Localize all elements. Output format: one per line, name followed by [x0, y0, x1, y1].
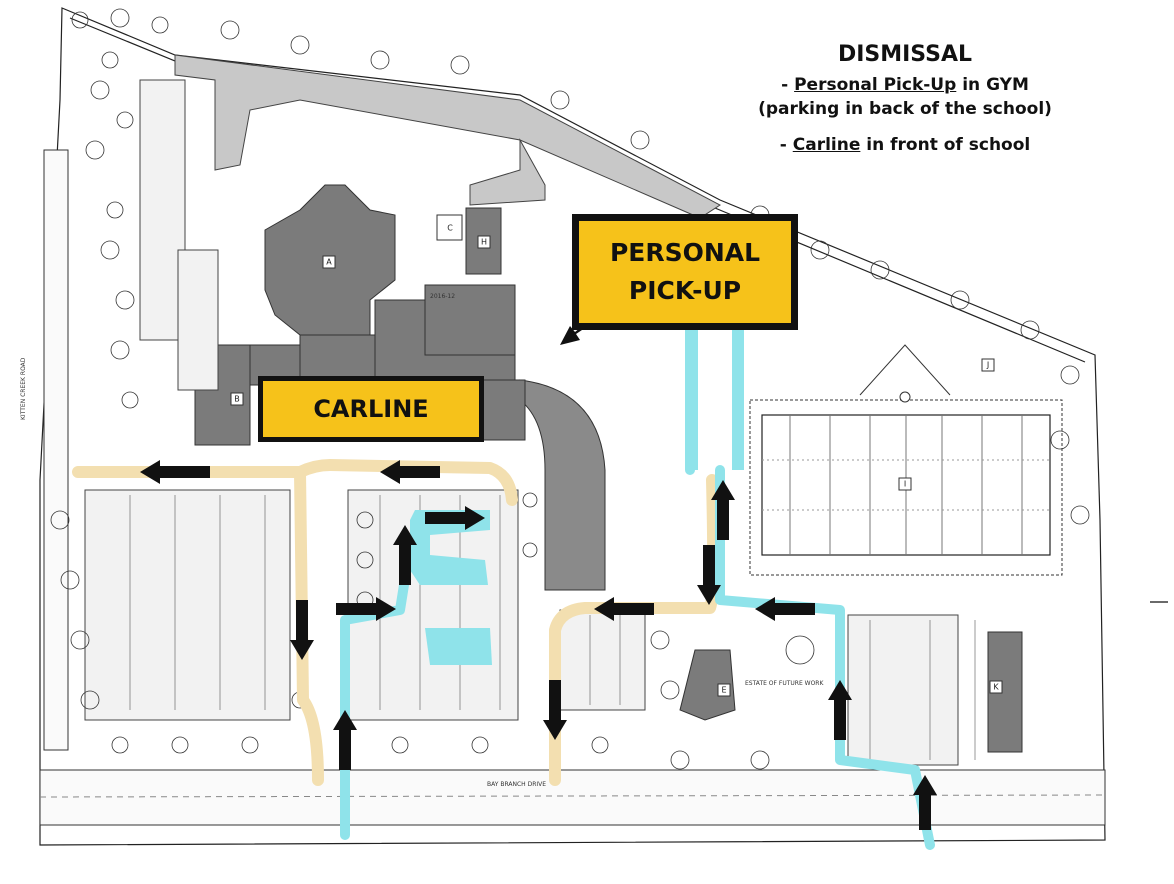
direction-arrows	[140, 312, 937, 830]
building-letters: A B C H E I J K 2016-12 ESTATE OF FUTURE…	[230, 224, 1003, 697]
building-j-letter: J	[986, 361, 989, 370]
carline-route	[72, 459, 720, 786]
bay-branch-drive-label: BAY BRANCH DRIVE	[487, 781, 547, 788]
building-a-letter: A	[326, 258, 332, 267]
rear-driveway	[174, 54, 721, 219]
front-drive	[519, 379, 606, 591]
building-i-letter: I	[904, 480, 906, 489]
legend-pickup-prefix: -	[781, 75, 795, 95]
small-building-label: 2016-12	[430, 293, 455, 300]
pickup-label-line2: PICK-UP	[628, 276, 742, 305]
outbuilding-c	[436, 214, 463, 241]
carline-label-text: CARLINE	[313, 395, 429, 423]
legend-carline-underlined: Carline	[792, 135, 861, 155]
left-road-label: KITTEN CREEK ROAD	[20, 357, 27, 420]
personal-pickup-label: PERSONAL PICK-UP	[572, 214, 798, 330]
legend-pickup-line: - Personal Pick-Up in GYM	[740, 73, 1070, 97]
bottom-road	[39, 769, 1106, 826]
building-h-letter: H	[481, 238, 487, 247]
dismissal-legend: DISMISSAL - Personal Pick-Up in GYM (par…	[740, 42, 1070, 157]
future-work-label: ESTATE OF FUTURE WORK	[745, 680, 824, 687]
building-e-letter: E	[721, 686, 726, 695]
legend-pickup-suffix: in GYM	[956, 75, 1029, 95]
legend-pickup-note: (parking in back of the school)	[758, 99, 1052, 119]
pickup-label-line1: PERSONAL	[609, 238, 761, 267]
legend-carline-line: - Carline in front of school	[740, 133, 1070, 157]
building-b-letter: B	[234, 395, 240, 404]
pickup-zones	[410, 330, 744, 665]
left-road	[43, 149, 69, 751]
carline-label: CARLINE	[258, 376, 484, 442]
legend-carline-prefix: -	[779, 135, 793, 155]
legend-title: DISMISSAL	[837, 42, 973, 67]
legend-pickup-underlined: Personal Pick-Up	[794, 75, 957, 95]
building-c-letter: C	[447, 224, 453, 233]
building-k-letter: K	[993, 683, 999, 692]
legend-carline-suffix: in front of school	[860, 135, 1031, 155]
athletic-field	[749, 344, 1063, 576]
